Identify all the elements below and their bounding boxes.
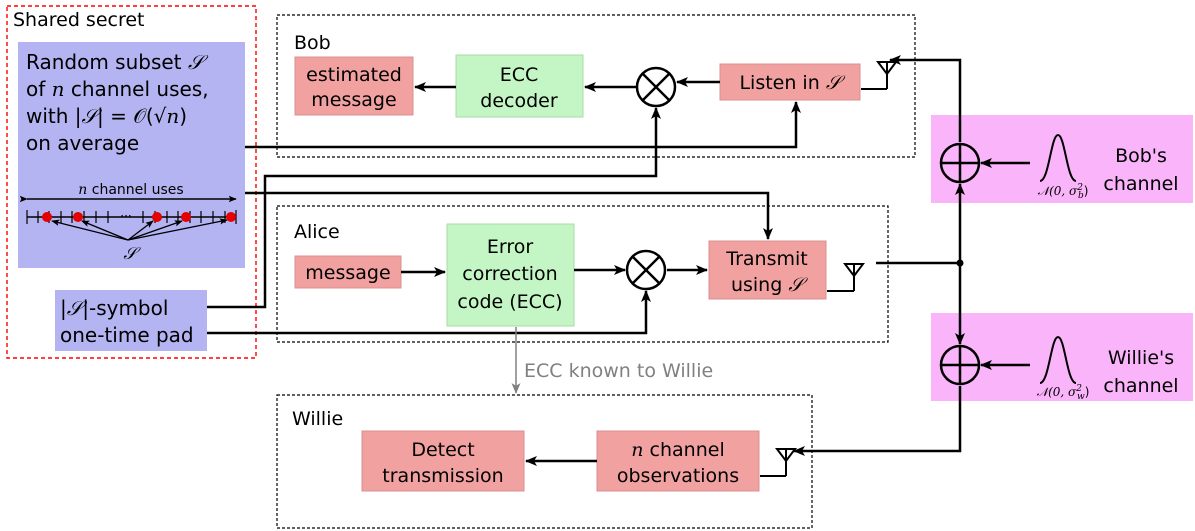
shared-secret-frame [6, 5, 257, 359]
willie-frame [276, 394, 813, 529]
estimated-message-block [294, 56, 414, 116]
detect-transmission-block [361, 430, 525, 492]
detect-line1: Detect [411, 439, 474, 461]
ecc-encoder-block [446, 223, 575, 327]
svg-text:on average: on average [26, 131, 139, 155]
n-channel-uses-label: n channel uses [78, 182, 183, 198]
listen-in-s-label: Listen in 𝒮 [739, 72, 845, 94]
willie-channel-label-line2: channel [1103, 375, 1178, 397]
subset-positions [42, 212, 236, 222]
message-label: message [305, 262, 390, 284]
shared-secret-title: Shared secret [13, 9, 145, 31]
estimated-message-line1: estimated [306, 64, 402, 86]
random-subset-text: Random subset 𝒮 of n channel uses, with … [26, 50, 209, 155]
alice-title: Alice [294, 221, 340, 243]
ecc-line2: correction [462, 263, 557, 285]
observations-line2: observations [617, 465, 739, 487]
alice-antenna-icon [827, 263, 865, 292]
ecc-decoder-line2: decoder [480, 90, 558, 112]
message-block [294, 255, 402, 289]
estimated-message-line2: message [311, 89, 396, 111]
ecc-line1: Error [487, 236, 534, 258]
bob-channel-adder [939, 142, 981, 184]
bob-noise-gaussian-icon [1039, 133, 1077, 182]
willie-channel-label-line1: Willie's [1108, 347, 1174, 369]
transmit-line2: using 𝒮 [731, 274, 808, 296]
bob-channel-label-line2: channel [1103, 173, 1178, 195]
bob-antenna-icon [861, 61, 898, 90]
observations-line1: n channel [631, 439, 724, 461]
bob-channel-label-line1: Bob's [1115, 145, 1167, 167]
subset-pointer-arrows [51, 218, 228, 241]
svg-text:|𝒮|-symbol: |𝒮|-symbol [60, 296, 168, 320]
one-time-pad-box [55, 290, 207, 351]
ecc-known-label: ECC known to Willie [524, 360, 713, 382]
listen-in-s-block [719, 63, 861, 101]
bob-xor-multiplier [635, 66, 677, 108]
svg-text:with |𝒮| = 𝒪(√n): with |𝒮| = 𝒪(√n) [26, 104, 187, 128]
willie-title: Willie [292, 408, 343, 430]
transmit-block [708, 240, 827, 300]
bob-title: Bob [294, 32, 331, 54]
ecc-decoder-line1: ECC [500, 64, 539, 86]
connection-arrows [207, 55, 1030, 466]
ecc-line3: code (ECC) [457, 291, 562, 313]
one-time-pad-text: |𝒮|-symbol one-time pad [60, 296, 194, 347]
channel-uses-ellipsis: ··· [120, 209, 131, 223]
channel-split-junction [956, 259, 964, 267]
channel-observations-block [596, 430, 760, 492]
detect-line2: transmission [382, 465, 503, 487]
transmit-line1: Transmit [725, 248, 807, 270]
willie-antenna-icon [760, 448, 797, 477]
willie-channel-adder [939, 344, 981, 386]
random-subset-box [18, 42, 245, 268]
ecc-decoder-block [455, 54, 584, 118]
willie-noise-gaussian-icon [1039, 335, 1077, 384]
svg-text:Random subset 𝒮: Random subset 𝒮 [26, 50, 209, 74]
svg-text:one-time pad: one-time pad [60, 323, 194, 347]
svg-text:of n channel uses,: of n channel uses, [26, 77, 209, 101]
alice-frame [276, 205, 889, 343]
alice-xor-multiplier [625, 249, 667, 291]
